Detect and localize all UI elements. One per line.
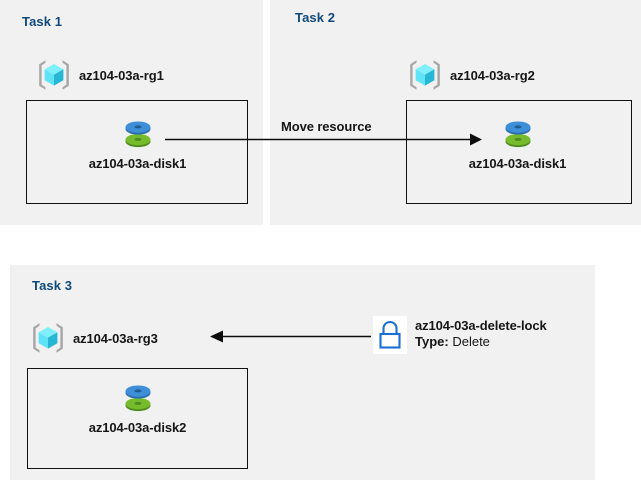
resource-group-icon bbox=[407, 57, 443, 93]
managed-disk-icon bbox=[497, 112, 539, 154]
disk-node-task-3: az104-03a-disk2 bbox=[60, 376, 215, 435]
resource-group-label-rg3: az104-03a-rg3 bbox=[73, 330, 158, 346]
disk-label-task-1: az104-03a-disk1 bbox=[88, 156, 187, 171]
panel-title-task-3: Task 3 bbox=[32, 278, 73, 293]
resource-group-node-rg2: az104-03a-rg2 bbox=[407, 57, 535, 93]
managed-disk-icon bbox=[117, 112, 159, 154]
lock-type-line: Type: Delete bbox=[415, 334, 547, 350]
disk-node-task-2: az104-03a-disk1 bbox=[440, 112, 595, 171]
lock-type-key: Type: bbox=[415, 334, 453, 349]
resource-container-task-3 bbox=[27, 368, 248, 469]
resource-group-icon bbox=[30, 320, 66, 356]
resource-group-label-rg2: az104-03a-rg2 bbox=[450, 67, 535, 83]
panel-title-task-1: Task 1 bbox=[22, 14, 63, 29]
move-resource-label: Move resource bbox=[281, 119, 372, 134]
lock-icon bbox=[373, 316, 407, 354]
resource-container-task-1 bbox=[26, 100, 248, 204]
panel-title-task-2: Task 2 bbox=[295, 10, 336, 25]
resource-group-node-rg1: az104-03a-rg1 bbox=[36, 57, 164, 93]
disk-label-task-3: az104-03a-disk2 bbox=[88, 420, 187, 435]
panel-task-2 bbox=[270, 0, 641, 225]
panel-task-3 bbox=[10, 265, 595, 480]
resource-group-icon bbox=[36, 57, 72, 93]
disk-node-task-1: az104-03a-disk1 bbox=[60, 112, 215, 171]
resource-group-node-rg3: az104-03a-rg3 bbox=[30, 320, 158, 356]
lock-text-block: az104-03a-delete-lock Type: Delete bbox=[415, 316, 547, 350]
disk-label-task-2: az104-03a-disk1 bbox=[468, 156, 567, 171]
panel-task-1 bbox=[0, 0, 263, 225]
resource-container-task-2 bbox=[406, 100, 632, 204]
resource-group-label-rg1: az104-03a-rg1 bbox=[79, 67, 164, 83]
managed-disk-icon bbox=[117, 376, 159, 418]
lock-type-value: Delete bbox=[452, 334, 490, 349]
resource-lock-node: az104-03a-delete-lock Type: Delete bbox=[373, 316, 547, 354]
lock-name-label: az104-03a-delete-lock bbox=[415, 318, 547, 333]
